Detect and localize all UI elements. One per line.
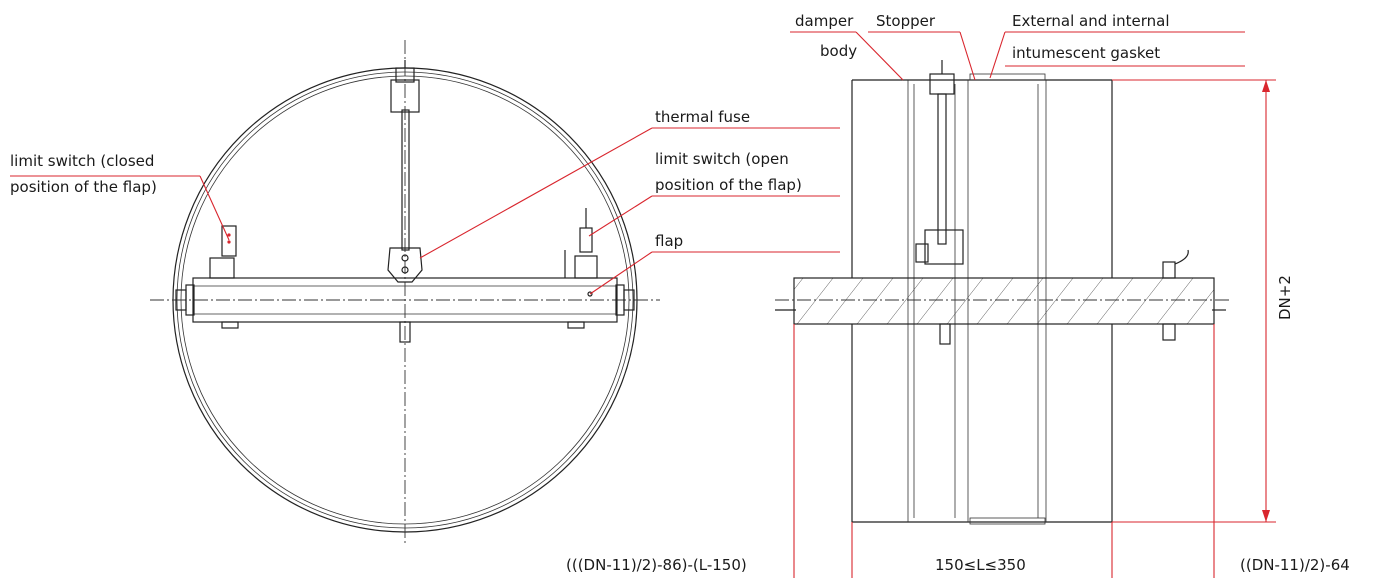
label-flap: flap <box>655 232 683 250</box>
front-view <box>150 40 660 545</box>
label-gasket-1: External and internal <box>1012 12 1170 30</box>
side-view-labels: damper body Stopper External and interna… <box>795 12 1170 62</box>
dim-height: DN+2 <box>1276 275 1294 320</box>
flap-section-hatched <box>794 278 1214 324</box>
spring-rod <box>401 109 410 251</box>
label-limit-switch-closed-1: limit switch (closed <box>10 152 154 170</box>
side-view-leaders <box>790 31 1245 81</box>
label-gasket-2: intumescent gasket <box>1012 44 1160 62</box>
label-stopper: Stopper <box>876 12 936 30</box>
label-damper-2: body <box>820 42 857 60</box>
dim-left: (((DN-11)/2)-86)-(L-150) <box>566 556 747 574</box>
thermal-fuse-body <box>387 247 423 283</box>
front-view-labels: limit switch (closed position of the fla… <box>10 108 802 250</box>
open-limit-switch-body <box>579 227 593 253</box>
front-view-leaders <box>10 127 840 295</box>
dim-middle: 150≤L≤350 <box>935 556 1026 574</box>
label-damper-1: damper <box>795 12 854 30</box>
dim-right: ((DN-11)/2)-64 <box>1240 556 1350 574</box>
dimension-labels: (((DN-11)/2)-86)-(L-150) 150≤L≤350 ((DN-… <box>566 275 1350 574</box>
side-view <box>775 60 1230 525</box>
flap-section <box>793 277 1215 325</box>
label-thermal-fuse: thermal fuse <box>655 108 750 126</box>
label-limit-switch-closed-2: position of the flap) <box>10 178 157 196</box>
dimension-lines <box>793 79 1276 578</box>
label-limit-switch-open-1: limit switch (open <box>655 150 789 168</box>
closed-limit-switch-body <box>221 225 237 257</box>
label-limit-switch-open-2: position of the flap) <box>655 176 802 194</box>
